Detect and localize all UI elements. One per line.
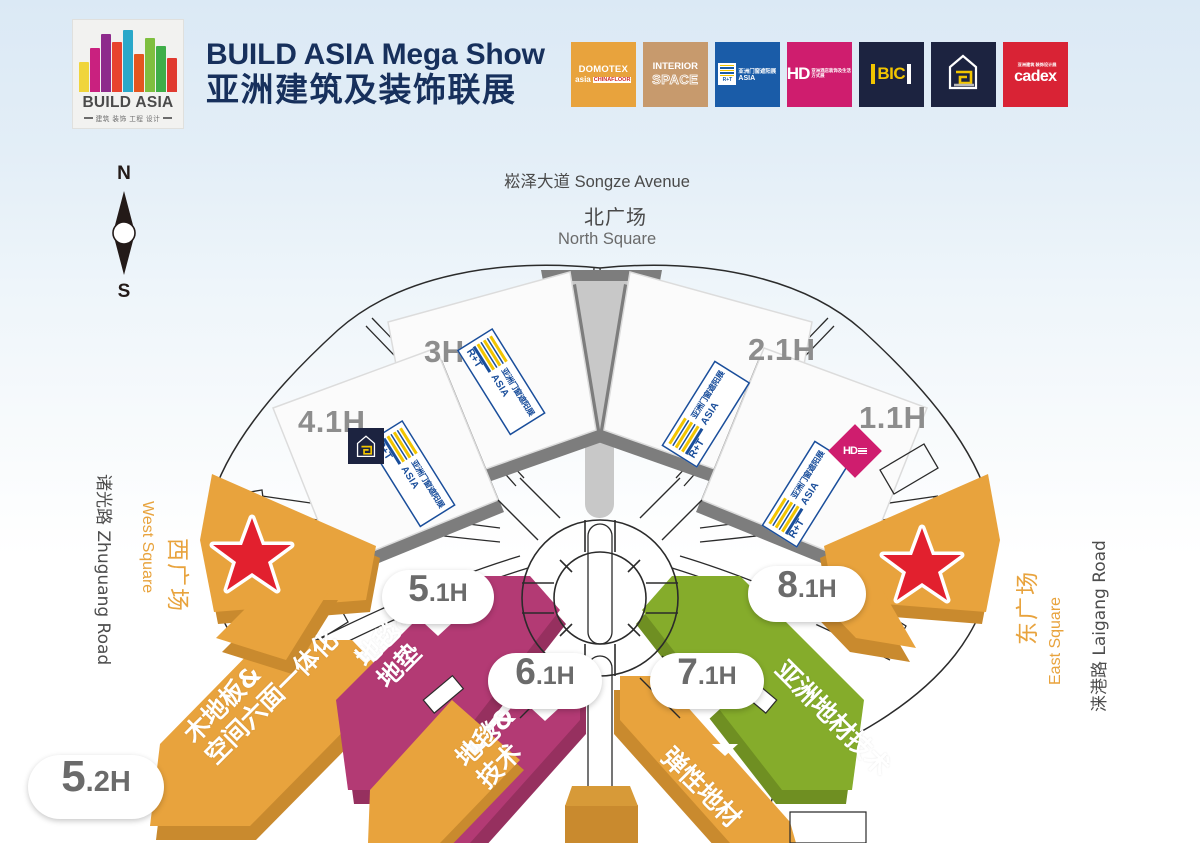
logo-bar <box>90 48 100 92</box>
badge-6-1h-suffix: .1H <box>535 662 575 690</box>
zone-slab-wood-floor-upper <box>216 586 338 674</box>
logo-bar <box>101 34 111 92</box>
compass-south-label: S <box>117 281 131 302</box>
badge-5-1h[interactable]: 5.1H <box>382 570 494 624</box>
badge-8-1h-suffix: .1H <box>797 575 837 603</box>
bottom-centre-structures <box>565 786 867 843</box>
logo-wordmark: BUILD ASIA <box>82 94 174 111</box>
bic-house-exhibit-logo <box>348 428 384 464</box>
badge-7-1h[interactable]: 7.1H <box>650 653 764 709</box>
logo-building-bars <box>79 30 177 92</box>
logo-bar <box>134 54 144 92</box>
zone-slab-resilient <box>614 676 796 843</box>
brand-logo-house-logo <box>930 41 996 107</box>
logo-tagline-text: 建筑 装饰 工程 设计 <box>95 116 161 123</box>
marker-star-east <box>879 524 965 604</box>
show-title-en: BUILD ASIA Mega Show <box>206 37 545 71</box>
marker-star-west <box>209 514 295 594</box>
compass-needle-icon <box>112 191 136 275</box>
page-header: BUILD ASIA 建筑 装饰 工程 设计 BUILD ASIA Mega S… <box>0 0 1200 148</box>
badge-5-2h-number: 5 <box>61 752 86 801</box>
show-title-cn: 亚洲建筑及装饰联展 <box>206 70 517 110</box>
badge-7-1h-suffix: .1H <box>697 662 737 690</box>
logo-bar <box>123 30 133 92</box>
badge-7-1h-number: 7 <box>677 651 698 692</box>
logo-bar <box>79 62 89 92</box>
badge-pointers <box>83 622 819 833</box>
logo-bar <box>167 58 177 92</box>
hall-2-1h-label[interactable]: 2.1H <box>748 332 816 367</box>
zone-slab-orange-lower-left <box>368 700 524 843</box>
compass-rose: N S <box>96 163 152 303</box>
badge-6-1h[interactable]: 6.1H <box>488 653 602 709</box>
logo-bar <box>112 42 122 92</box>
badge-8-1h[interactable]: 8.1H <box>748 566 866 622</box>
logo-bar <box>156 46 166 92</box>
label-north-square-en: North Square <box>558 230 657 248</box>
badge-5-2h[interactable]: 5.2H <box>28 755 164 819</box>
brand-logo-bic: BIC <box>858 41 924 107</box>
logo-tagline: 建筑 装饰 工程 设计 <box>83 113 173 123</box>
badge-5-2h-suffix: .2H <box>85 766 131 798</box>
label-north-square-cn: 北广场 <box>584 205 647 229</box>
show-title: BUILD ASIA Mega Show 亚洲建筑及装饰联展 <box>206 38 545 111</box>
badge-5-1h-number: 5 <box>408 568 429 609</box>
badge-6-1h-number: 6 <box>515 651 536 692</box>
central-axis-path <box>587 523 613 645</box>
label-songze-avenue: 崧泽大道 Songze Avenue <box>504 173 690 191</box>
badge-8-1h-number: 8 <box>777 564 798 605</box>
compass-north-label: N <box>117 163 131 184</box>
logo-bar <box>145 38 155 92</box>
badge-5-1h-suffix: .1H <box>428 579 468 607</box>
hall-1-1h-label[interactable]: 1.1H <box>859 400 927 435</box>
build-asia-logo: BUILD ASIA 建筑 装饰 工程 设计 <box>72 19 184 129</box>
